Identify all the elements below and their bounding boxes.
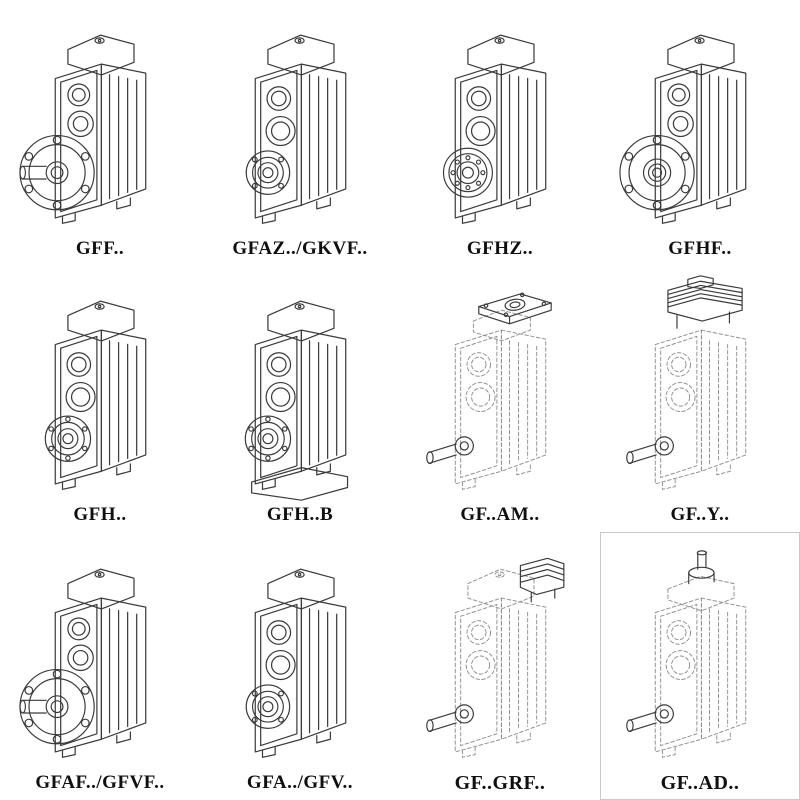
drawing-gf-am	[410, 274, 591, 502]
drawing-gfhz	[410, 8, 591, 236]
drawing-gff	[10, 8, 191, 236]
model-label: GFH..	[73, 504, 127, 525]
drawing-gfhf	[610, 8, 791, 236]
drawing-gfaf-gfvf	[10, 542, 191, 770]
gearbox-cell: GF..AM..	[400, 266, 600, 532]
gearbox-cell: GF..AD..	[600, 532, 800, 800]
drawing-gf-y	[610, 274, 791, 502]
model-label: GFHF..	[668, 238, 732, 259]
model-label: GF..GRF..	[454, 772, 546, 794]
gearbox-cell: GFHF..	[600, 0, 800, 266]
model-label: GFA../GFV..	[246, 772, 354, 793]
gearbox-cell: GFF..	[0, 0, 200, 266]
model-label: GFF..	[75, 238, 125, 259]
model-label: GFAZ../GKVF..	[232, 238, 368, 259]
model-label: GF..Y..	[670, 504, 730, 525]
drawing-gfaz-gkvf	[210, 8, 391, 236]
drawing-gfh	[10, 274, 191, 502]
model-label: GF..AM..	[460, 504, 540, 525]
gearbox-cell: GFAZ../GKVF..	[200, 0, 400, 266]
drawing-gfh-b	[210, 274, 391, 502]
model-label: GFAF../GFVF..	[35, 772, 165, 793]
drawing-gf-grf	[410, 542, 591, 770]
gearbox-cell: GFA../GFV..	[200, 532, 400, 800]
model-label: GFHZ..	[466, 238, 534, 259]
gearbox-cell: GFAF../GFVF..	[0, 532, 200, 800]
drawing-gf-ad	[610, 542, 791, 770]
gearbox-cell: GFH..B	[200, 266, 400, 532]
gearbox-cell: GFH..	[0, 266, 200, 532]
gearbox-cell: GF..GRF..	[400, 532, 600, 800]
gearbox-cell: GFHZ..	[400, 0, 600, 266]
drawing-gfa-gfv	[210, 542, 391, 770]
model-label: GF..AD..	[660, 772, 740, 794]
model-label: GFH..B	[266, 504, 334, 525]
gearbox-cell: GF..Y..	[600, 266, 800, 532]
